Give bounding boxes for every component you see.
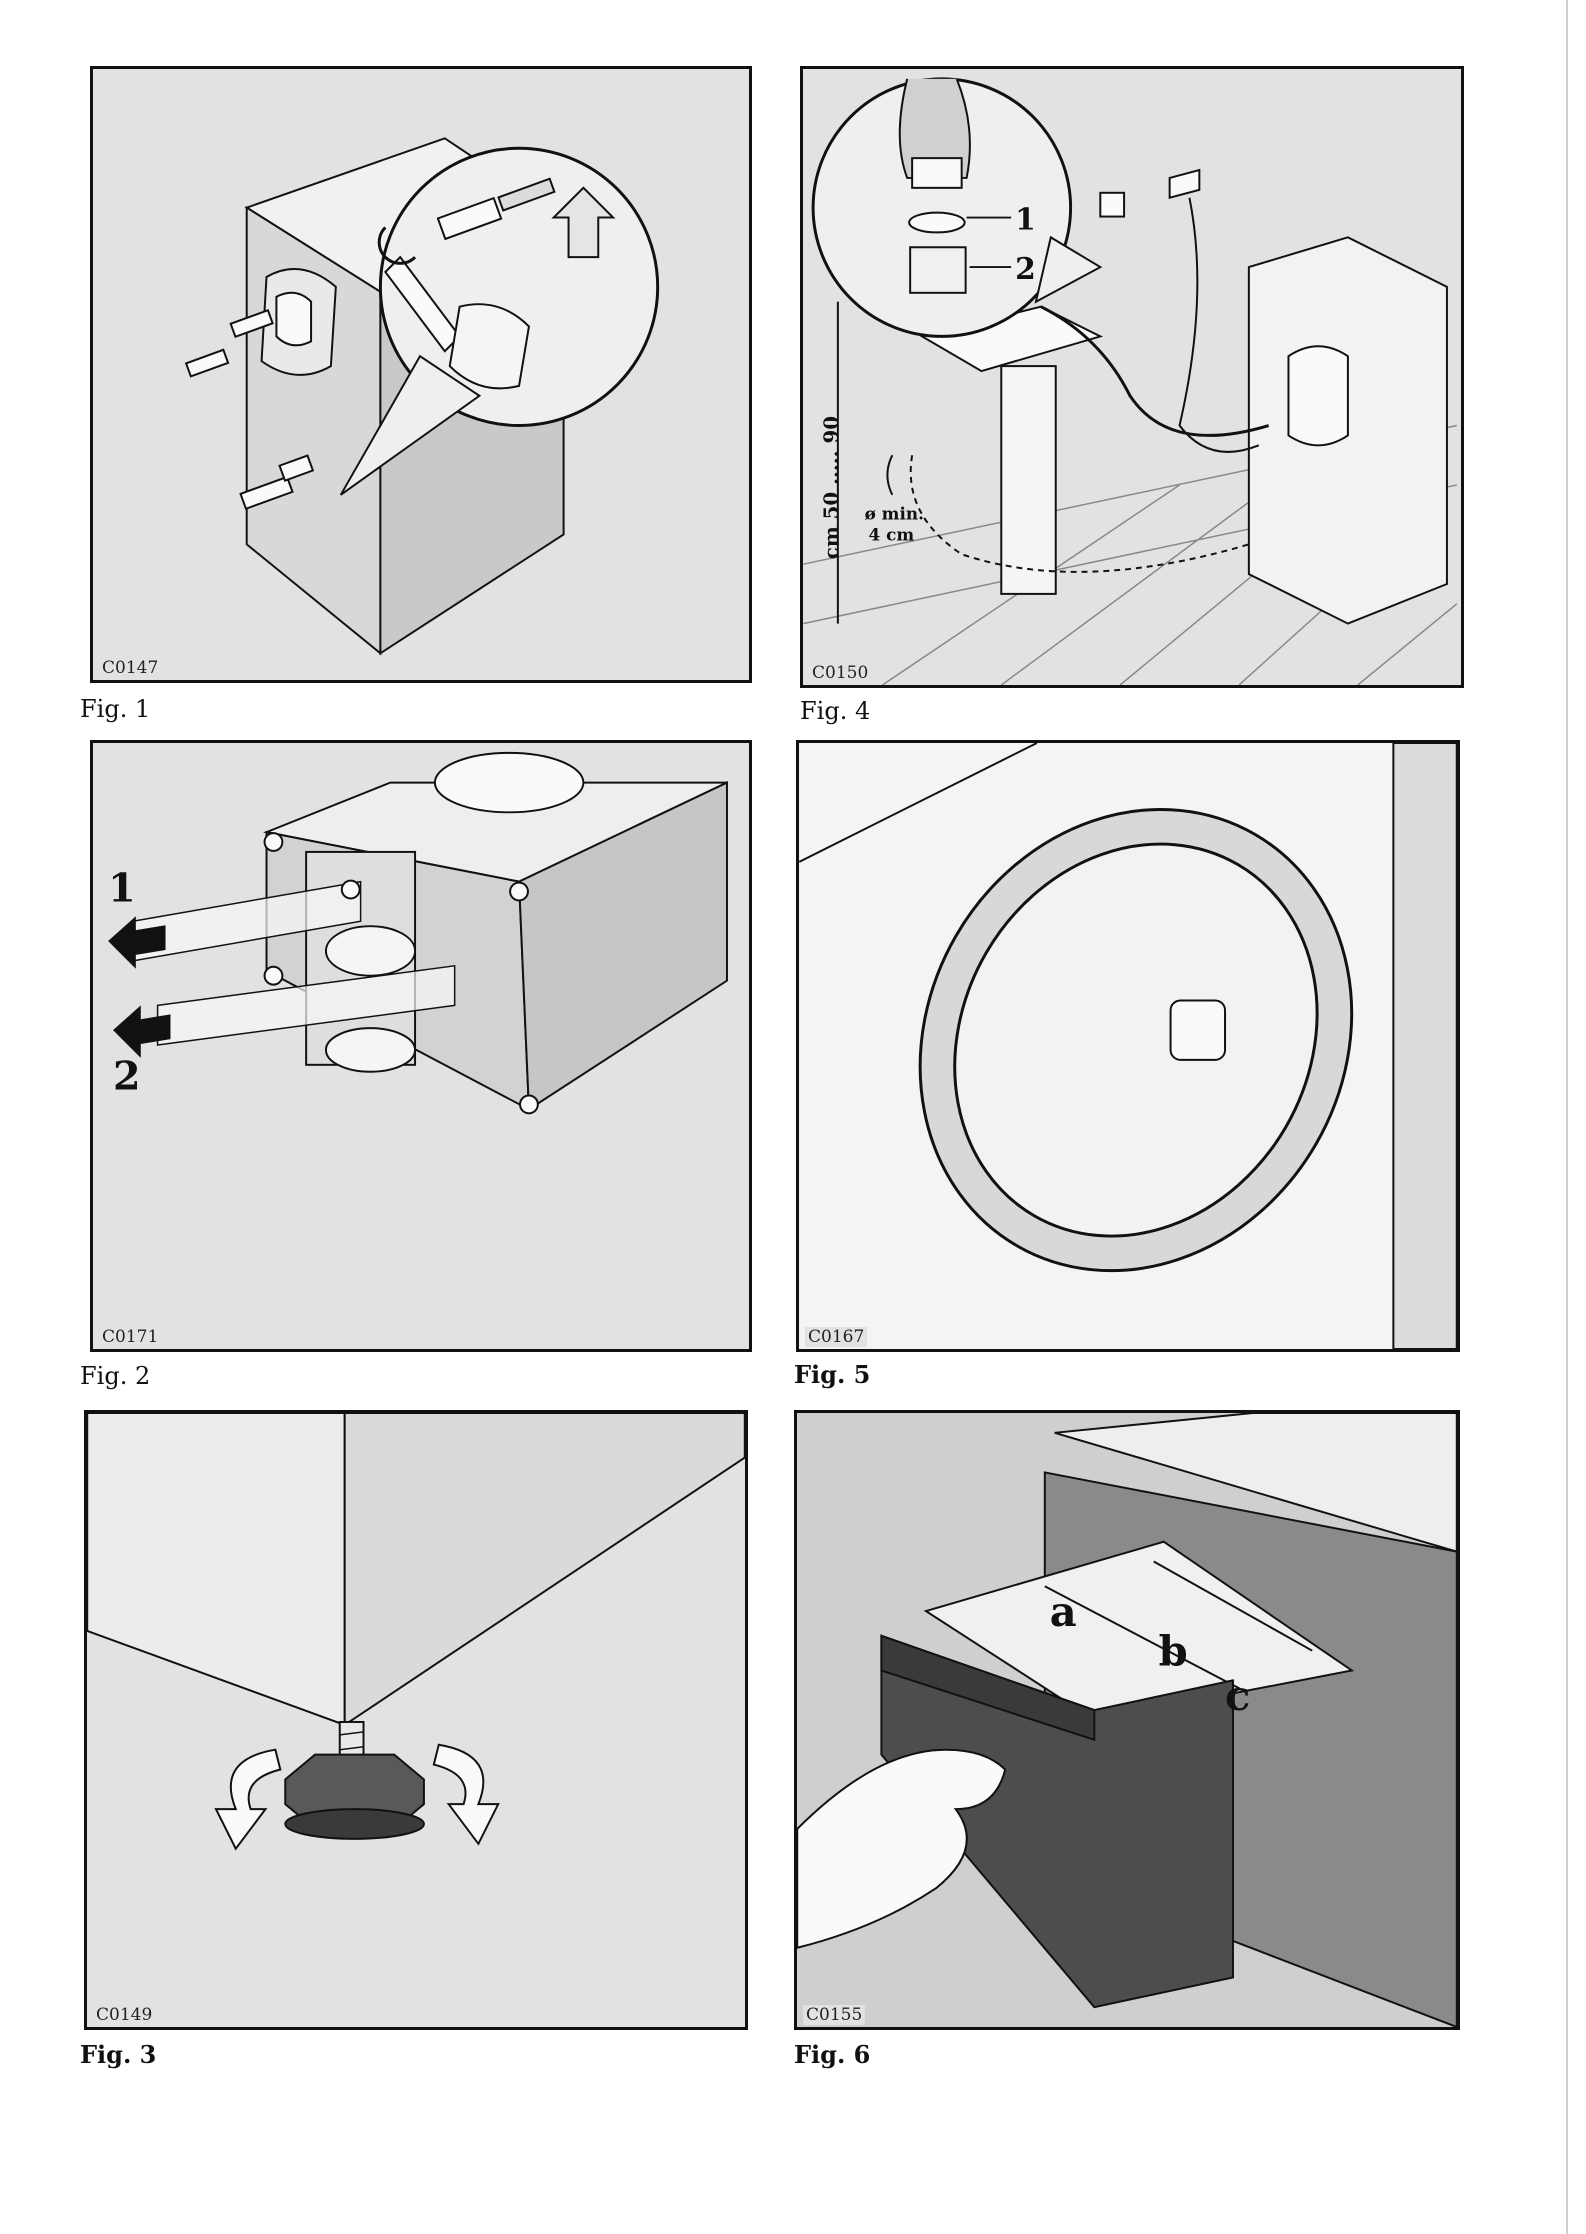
arrow-left-icon [108, 916, 170, 1058]
figure-2-caption: Fig. 2 [80, 1362, 150, 1390]
compartment-label-c: c [1225, 1671, 1250, 1720]
figure-6-panel: a b c C0155 [794, 1410, 1460, 2030]
figure-code: C0171 [99, 1327, 161, 1347]
figure-3-panel: C0149 [84, 1410, 748, 2030]
figure-code: C0150 [809, 663, 871, 683]
figure-5-panel: C0167 [796, 740, 1460, 1352]
figure-5-caption: Fig. 5 [794, 1360, 870, 1389]
part-label-2: 2 [1015, 252, 1036, 287]
part-label-1: 1 [1015, 202, 1036, 237]
figure-code: C0155 [803, 2005, 865, 2025]
transport-bolt-illustration [93, 69, 749, 680]
diameter-value: 4 cm [869, 524, 915, 544]
compartment-label-b: b [1159, 1627, 1188, 1676]
compartment-label-a: a [1050, 1587, 1077, 1636]
figure-3-caption: Fig. 3 [80, 2040, 156, 2069]
figure-code: C0149 [93, 2005, 155, 2025]
diameter-label: ø min. [865, 504, 924, 524]
figure-4-caption: Fig. 4 [800, 697, 870, 725]
figure-code: C0147 [99, 658, 161, 678]
water-connection-illustration: 1 2 cm 50 ..... 90 ø min. 4 cm [803, 69, 1461, 685]
figure-1-caption: Fig. 1 [80, 695, 150, 723]
page-edge-rule [1566, 0, 1568, 2234]
detergent-drawer-illustration: a b c [797, 1413, 1457, 2027]
figure-1-panel: C0147 [90, 66, 752, 683]
figure-4-panel: 1 2 cm 50 ..... 90 ø min. 4 cm C0150 [800, 66, 1464, 688]
figure-code: C0167 [805, 1327, 867, 1347]
bracket-label-1: 1 [108, 865, 136, 911]
figure-6-caption: Fig. 6 [794, 2040, 870, 2069]
adjustable-foot-illustration [87, 1413, 745, 2027]
figure-2-panel: 1 2 C0171 [90, 740, 752, 1352]
bracket-label-2: 2 [113, 1054, 141, 1100]
door-porthole-illustration [799, 743, 1457, 1349]
height-dimension: cm 50 ..... 90 [819, 416, 843, 559]
transport-brackets-illustration: 1 2 [93, 743, 749, 1349]
